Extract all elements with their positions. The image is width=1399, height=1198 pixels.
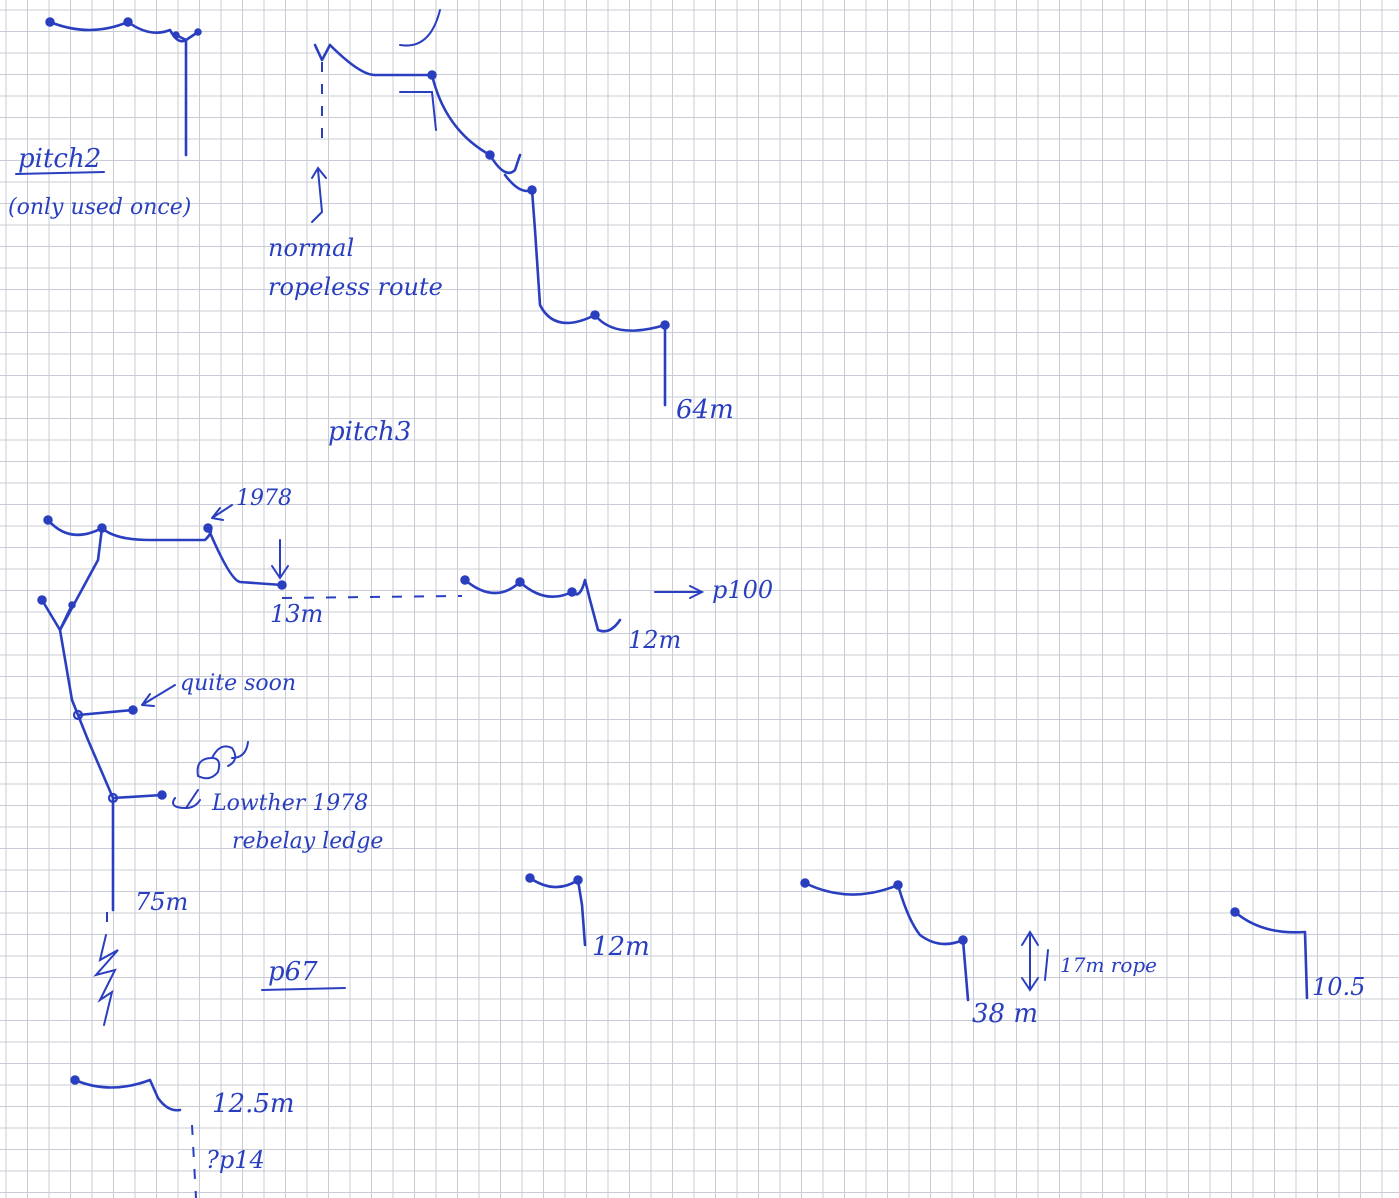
pitch3-rigging-diagram bbox=[311, 9, 670, 407]
p67-annotations: 1978 13m quite soon Lowther 1978 rebelay… bbox=[135, 486, 383, 991]
pitch-38m-depth-label: 38 m bbox=[972, 999, 1038, 1029]
pitch-12m-diagram bbox=[525, 873, 587, 947]
p100-label: p100 bbox=[712, 576, 773, 604]
lowther-label: Lowther 1978 bbox=[211, 791, 368, 816]
pitch3-label: pitch3 bbox=[328, 417, 411, 447]
normal-route-label-group: normal ropeless route bbox=[268, 234, 443, 301]
rebelay-ledge-label: rebelay ledge bbox=[232, 829, 383, 854]
traverse-rigging-diagram bbox=[460, 575, 705, 633]
pitch2-label: pitch2 bbox=[18, 144, 101, 174]
year-1978-label: 1978 bbox=[236, 486, 292, 511]
pitch-38m-diagram bbox=[800, 878, 1049, 1002]
ropeless-route-label: ropeless route bbox=[268, 273, 443, 301]
pitch-12-5m-depth-label: 12.5m bbox=[212, 1089, 295, 1119]
rope-17m-label: 17m rope bbox=[1060, 953, 1157, 977]
pitch-12m-depth-label: 12m bbox=[592, 932, 650, 962]
pitch2-rigging-diagram bbox=[45, 17, 202, 157]
p67-depth-75-label: 75m bbox=[135, 888, 188, 916]
quite-soon-label: quite soon bbox=[180, 671, 296, 696]
p67-depth-13-label: 13m bbox=[270, 600, 323, 628]
pitch-12-5m-diagram bbox=[70, 1075, 197, 1198]
traverse-depth-12-label: 12m bbox=[628, 626, 681, 654]
pitch3-depth-label: 64m bbox=[676, 395, 734, 425]
p14-label: ?p14 bbox=[206, 1146, 265, 1174]
pitch-10-5-depth-label: 10.5 bbox=[1312, 973, 1365, 1001]
pitch-10-5-diagram bbox=[1230, 907, 1309, 1000]
p67-label: p67 bbox=[268, 957, 318, 987]
normal-route-label: normal bbox=[268, 234, 354, 262]
p67-rigging-diagram bbox=[37, 504, 463, 1026]
pitch2-label-group: pitch2 (only used once) bbox=[8, 144, 191, 220]
pitch2-note: (only used once) bbox=[8, 195, 191, 220]
